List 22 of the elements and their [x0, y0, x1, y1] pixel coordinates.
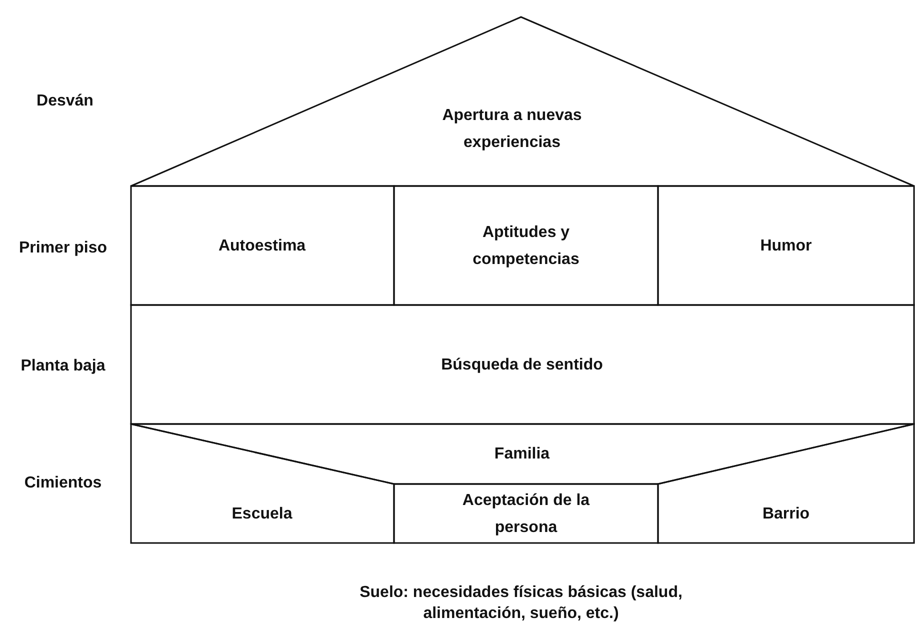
section-label: Familia: [493, 444, 551, 464]
roof-section: [131, 17, 914, 186]
foundation-section: [131, 424, 394, 543]
ground-floor-section: [131, 305, 914, 424]
section-label: Autoestima: [217, 236, 307, 256]
foundation-section: [394, 484, 658, 543]
level-label: Cimientos: [23, 474, 103, 494]
floor-section: [131, 186, 394, 305]
section-label: Aptitudes y competencias: [472, 223, 580, 270]
level-label: Planta baja: [20, 356, 106, 376]
section-label: Aceptación de la persona: [461, 491, 591, 538]
floor-section: [394, 186, 658, 305]
floor-section: [658, 186, 914, 305]
foundation-section: [658, 424, 914, 543]
ground-note: Suelo: necesidades físicas básicas (salud, alimentación, sueño, etc.): [358, 583, 684, 624]
section-label: Humor: [759, 236, 813, 256]
section-label: Búsqueda de sentido: [440, 356, 604, 376]
level-label: Desván: [36, 92, 94, 112]
section-label: Barrio: [761, 504, 811, 524]
level-label: Primer piso: [18, 238, 108, 258]
section-label: Apertura a nuevas experiencias: [441, 106, 583, 153]
section-label: Escuela: [230, 504, 294, 524]
